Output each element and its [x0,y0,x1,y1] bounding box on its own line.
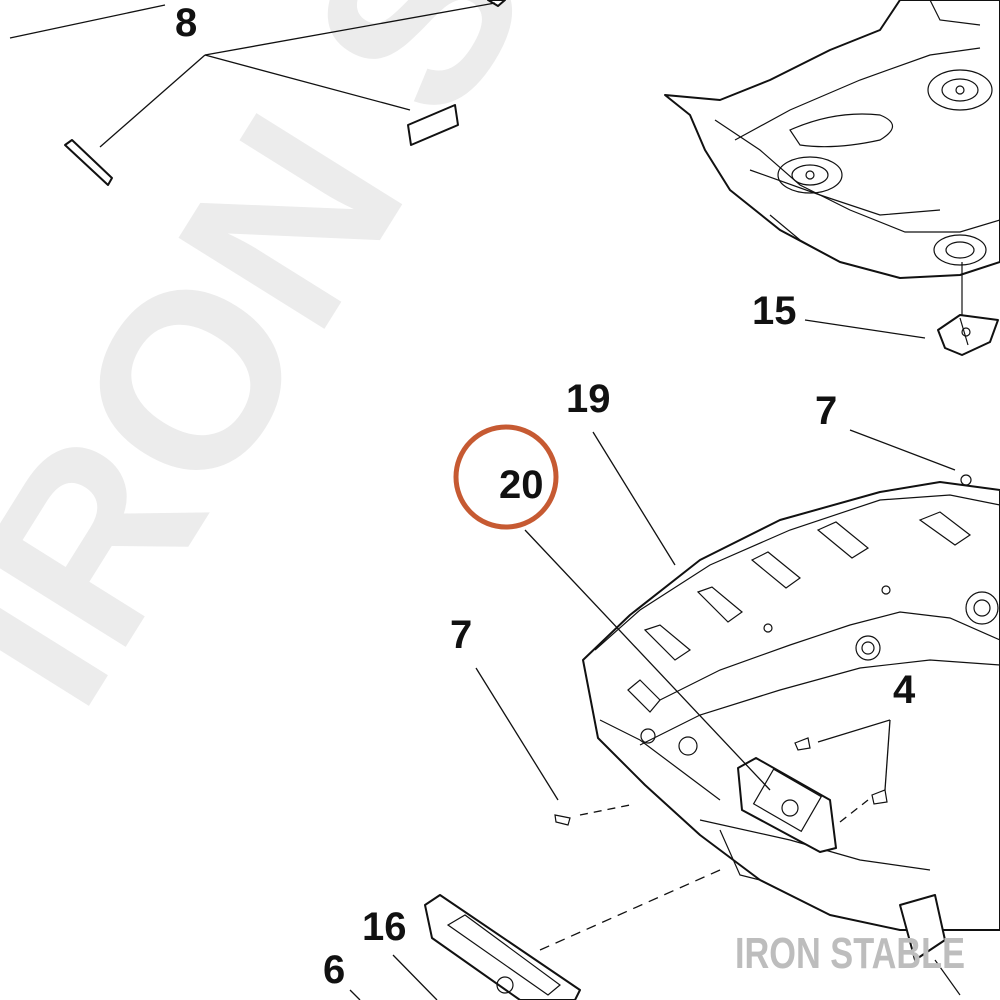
callout-7-top: 7 [815,389,837,433]
hardware-screws [554,474,972,826]
callout-6: 6 [323,948,345,992]
callout-16: 16 [362,905,407,949]
callout-4: 4 [893,668,916,712]
case-body-19 [582,481,1000,996]
callout-19: 19 [566,377,611,421]
callout-7-left: 7 [450,613,472,657]
callout-15: 15 [752,289,797,333]
callout-20-highlighted: 20 [499,463,544,507]
highlight-ring [453,424,559,530]
leader-lines [9,2,956,1000]
watermark-corner-text: IRON STABLE [735,929,965,978]
reflector-part-16 [424,894,581,1000]
tray-part [664,0,1000,315]
callout-8: 8 [175,1,197,45]
bracket-part-15 [937,314,999,356]
